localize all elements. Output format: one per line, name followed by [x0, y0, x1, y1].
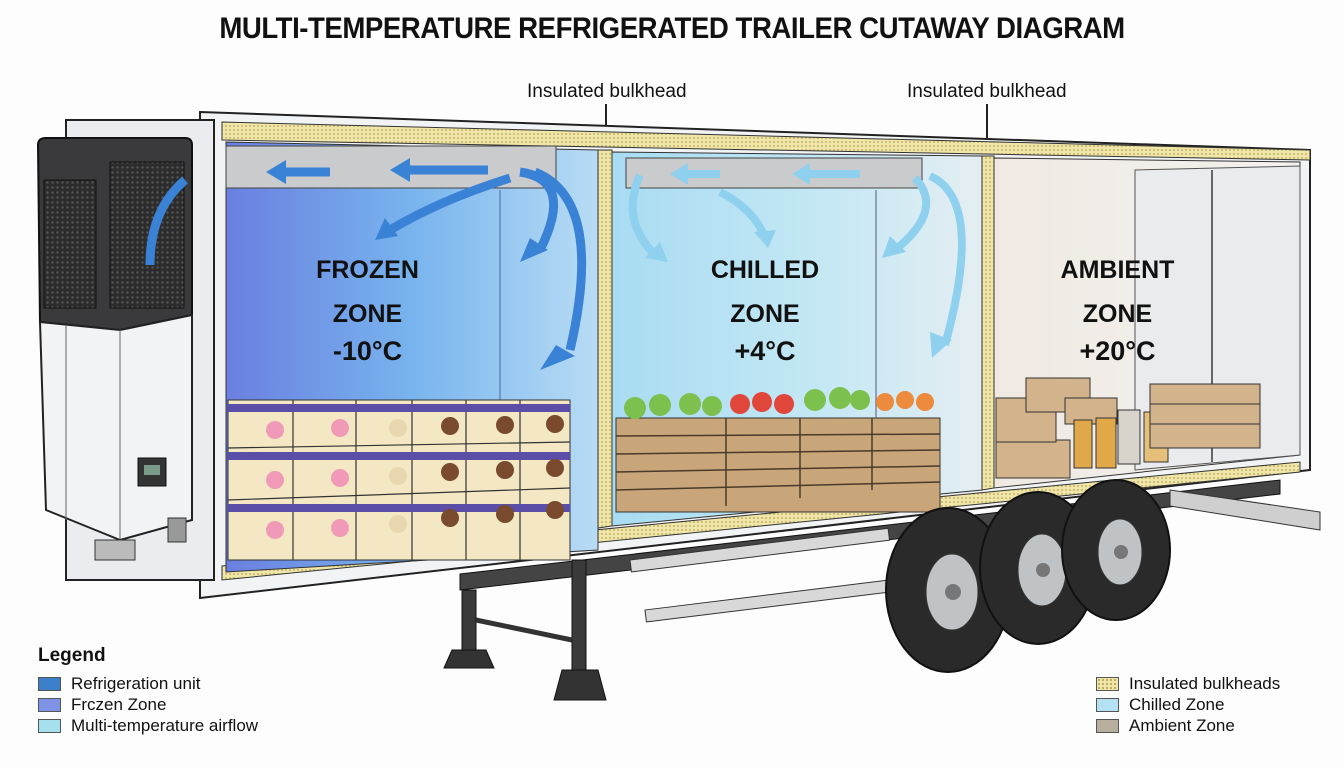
- refrigeration-unit: [36, 119, 215, 581]
- swatch-chilled-zone: [1096, 697, 1119, 712]
- callout-bulkhead-1: Insulated bulkhead: [527, 81, 687, 102]
- zone-chilled-temperature: +4°C: [734, 336, 796, 366]
- bulkhead-1: [597, 149, 613, 529]
- legend-item-ambient-zone: Ambient Zone: [1096, 715, 1280, 736]
- zone-ambient-temperature: +20°C: [1079, 336, 1156, 366]
- bulkhead-2: [981, 155, 995, 491]
- legend-label: Chilled Zone: [1129, 694, 1225, 714]
- legend-item-insulated-bulkheads: Insulated bulkheads: [1096, 673, 1280, 694]
- wheels: [885, 479, 1171, 673]
- zone-frozen-name: FROZEN: [316, 256, 419, 284]
- legend-title: Legend: [38, 645, 106, 666]
- frozen-airflow-arrows: [145, 158, 587, 370]
- legend-item-chilled-zone: Chilled Zone: [1096, 694, 1280, 715]
- legend-item-airflow: Multi-temperature airflow: [38, 715, 258, 736]
- legend-label: Frczen Zone: [71, 694, 167, 714]
- diagram-title: MULTI-TEMPERATURE REFRIGERATED TRAILER C…: [219, 12, 1125, 45]
- swatch-ambient-zone: [1096, 718, 1119, 733]
- zone-frozen-suffix: ZONE: [332, 300, 403, 328]
- legend-label: Insulated bulkheads: [1129, 673, 1281, 693]
- legend-left: Legend Refrigeration unit Frczen Zone Mu…: [38, 645, 258, 736]
- zone-ambient-label: AMBIENT ZONE: [1040, 248, 1195, 336]
- legend-label: Multi-temperature airflow: [71, 715, 259, 735]
- legend-item-frozen-zone: Frczen Zone: [38, 694, 258, 715]
- legend-label: Ambient Zone: [1129, 715, 1235, 735]
- zone-chilled-label: CHILLED ZONE: [690, 248, 840, 336]
- legend-right: Insulated bulkheads Chilled Zone Ambient…: [1096, 673, 1280, 736]
- legend-item-refrigeration-unit: Refrigeration unit: [38, 673, 258, 694]
- zone-frozen-temperature: -10°C: [332, 336, 403, 366]
- zone-chilled-name: CHILLED: [710, 256, 820, 284]
- dry-goods-boxes: [995, 377, 1261, 479]
- zone-chilled-suffix: ZONE: [730, 300, 800, 328]
- swatch-frozen-zone: [38, 697, 61, 712]
- ice-cream-cartons: [227, 399, 571, 561]
- swatch-insulated-bulkheads: [1096, 676, 1119, 691]
- swatch-airflow: [38, 718, 61, 733]
- callout-line-2: [986, 104, 988, 154]
- zone-ambient-name: AMBIENT: [1060, 256, 1175, 284]
- produce-crates: [615, 387, 941, 513]
- callout-bulkhead-2: Insulated bulkhead: [907, 81, 1067, 102]
- chilled-airflow-arrows: [628, 163, 966, 358]
- swatch-refrigeration-unit: [38, 676, 61, 691]
- zone-frozen-label: FROZEN ZONE: [300, 248, 435, 336]
- zone-ambient-suffix: ZONE: [1082, 300, 1153, 328]
- legend-label: Refrigeration unit: [71, 673, 201, 693]
